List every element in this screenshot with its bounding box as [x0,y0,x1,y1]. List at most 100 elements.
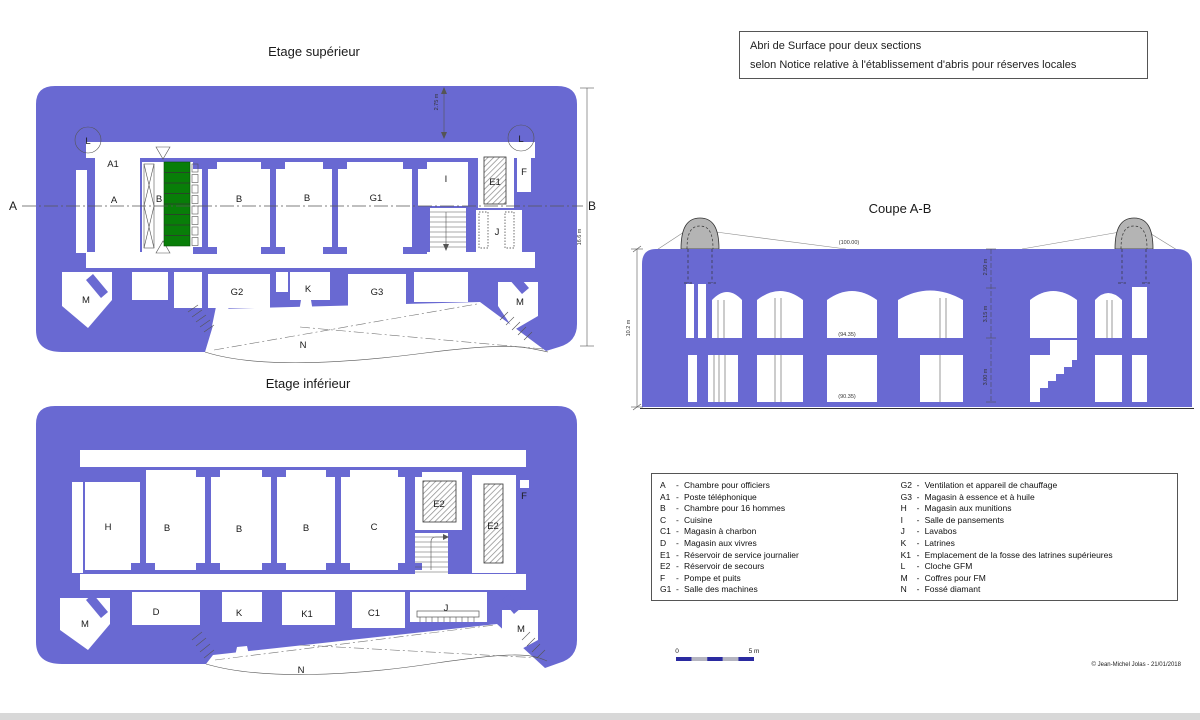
elevation-100: (100.00) [839,240,860,246]
legend-label: Réservoir de service journalier [684,549,799,560]
dim-3-00: 3.00 m [983,368,989,385]
scale-end-label: 5 m [749,648,760,655]
legend-row: A-Chambre pour officiers [660,480,901,492]
legend-separator: - [676,526,679,537]
dim-2-50: 2.50 m [983,258,989,275]
legend-separator: - [676,537,679,548]
legend-separator: - [676,572,679,583]
legend-separator: - [916,514,920,525]
label-b2: B [236,524,242,535]
legend-separator: - [916,549,920,560]
lower-plan-pillar-caps [131,470,422,570]
legend-label: Emplacement de la fosse des latrines sup… [924,549,1113,560]
legend-key: B [660,503,666,514]
legend-key: A1 [660,491,671,502]
label-m-right: M [516,297,524,308]
label-f: F [521,491,527,502]
legend-row: M-Coffres pour FM [901,573,1169,585]
label-b3: B [304,193,310,204]
section-upper-rooms [686,284,1147,338]
label-g2: G2 [231,287,244,298]
lower-plan-rooms [60,450,538,670]
gfm-cloche-left [74,126,102,154]
legend-row: A1-Poste téléphonique [660,492,901,504]
legend-key: H [900,503,907,514]
elevation-90: (90.35) [838,394,856,400]
legend-key: J [900,526,905,537]
label-f: F [521,167,527,178]
legend-separator: - [676,514,679,525]
label-k1: K1 [301,609,313,620]
bottom-strip [0,713,1200,720]
label-e1: E1 [489,177,501,188]
legend-label: Chambre pour 16 hommes [684,503,786,514]
label-k: K [236,608,243,619]
fosse-hatch-right [521,631,546,659]
legend-row: D-Magasin aux vivres [660,538,901,550]
legend-separator: - [676,549,679,560]
legend-row: G3-Magasin à essence et à huile [901,492,1169,504]
legend-separator: - [916,491,920,502]
e2-tank-right [483,483,504,564]
lower-plan-labels: H B B B C E2 E2 F M D K K1 C1 J M N [81,491,527,676]
legend-label: Ventilation et appareil de chauffage [924,480,1058,490]
legend-row: N-Fossé diamant [901,584,1169,596]
legend-label: Pompe et puits [684,572,741,583]
label-c1: C1 [368,608,380,619]
section-label-a: A [9,199,17,213]
label-b3: B [303,523,309,534]
title-line-2: selon Notice relative à l'établissement … [750,59,1077,71]
legend-row: K1-Emplacement de la fosse des latrines … [901,550,1169,562]
label-l-left: L [85,136,90,147]
legend-label: Lavabos [924,526,957,537]
label-b1: B [156,194,162,205]
legend-label: Latrines [924,537,955,548]
section-title: Coupe A-B [869,201,932,216]
upper-plan-pillar-caps [193,162,427,254]
label-a: A [111,195,118,206]
label-m-left: M [81,619,89,630]
lower-plan-title: Etage inférieur [266,376,351,391]
legend-label: Salle de pansements [924,514,1004,525]
section-line-ab: A B [9,199,596,213]
label-d: D [153,607,160,618]
legend-label: Magasin aux munitions [924,503,1012,514]
legend-separator: - [676,503,679,514]
label-i: I [445,174,448,185]
e2-tank-top [422,480,457,523]
legend-row: E2-Réservoir de secours [660,561,901,573]
legend-separator: - [916,584,920,595]
legend-row: L-Cloche GFM [901,561,1169,573]
beds-block [143,146,199,254]
legend: A-Chambre pour officiers A1-Poste téléph… [651,473,1178,601]
legend-key: G2 [900,480,912,490]
legend-row: B-Chambre pour 16 hommes [660,503,901,515]
legend-key: C1 [660,526,671,537]
legend-column-left: A-Chambre pour officiers A1-Poste téléph… [660,480,901,594]
dim-3-15: 3.15 m [983,305,989,322]
fosse-hatch-left [191,631,215,659]
fosse-hatch-left [187,304,215,333]
dim-2-75: 2.75 m [434,93,440,110]
legend-row: H-Magasin aux munitions [901,503,1169,515]
legend-key: N [900,584,907,595]
upper-plan-title: Etage supérieur [268,44,360,59]
section-label-b: B [588,199,596,213]
upper-plan-rooms [62,142,538,330]
label-m-left: M [82,295,90,306]
label-b2: B [236,194,242,205]
cloche-shafts [684,249,1150,284]
upper-stairs [430,211,466,251]
j-bench [416,610,480,622]
gfm-cloche-right [507,124,535,152]
lower-floor-plan: Etage inférieur [36,376,577,676]
legend-separator: - [676,480,679,490]
title-block: Abri de Surface pour deux sections selon… [739,31,1148,79]
label-j: J [444,603,449,614]
label-n: N [298,665,305,676]
legend-row: K-Latrines [901,538,1169,550]
label-l-right: L [518,134,523,145]
legend-label: Fossé diamant [924,584,981,595]
